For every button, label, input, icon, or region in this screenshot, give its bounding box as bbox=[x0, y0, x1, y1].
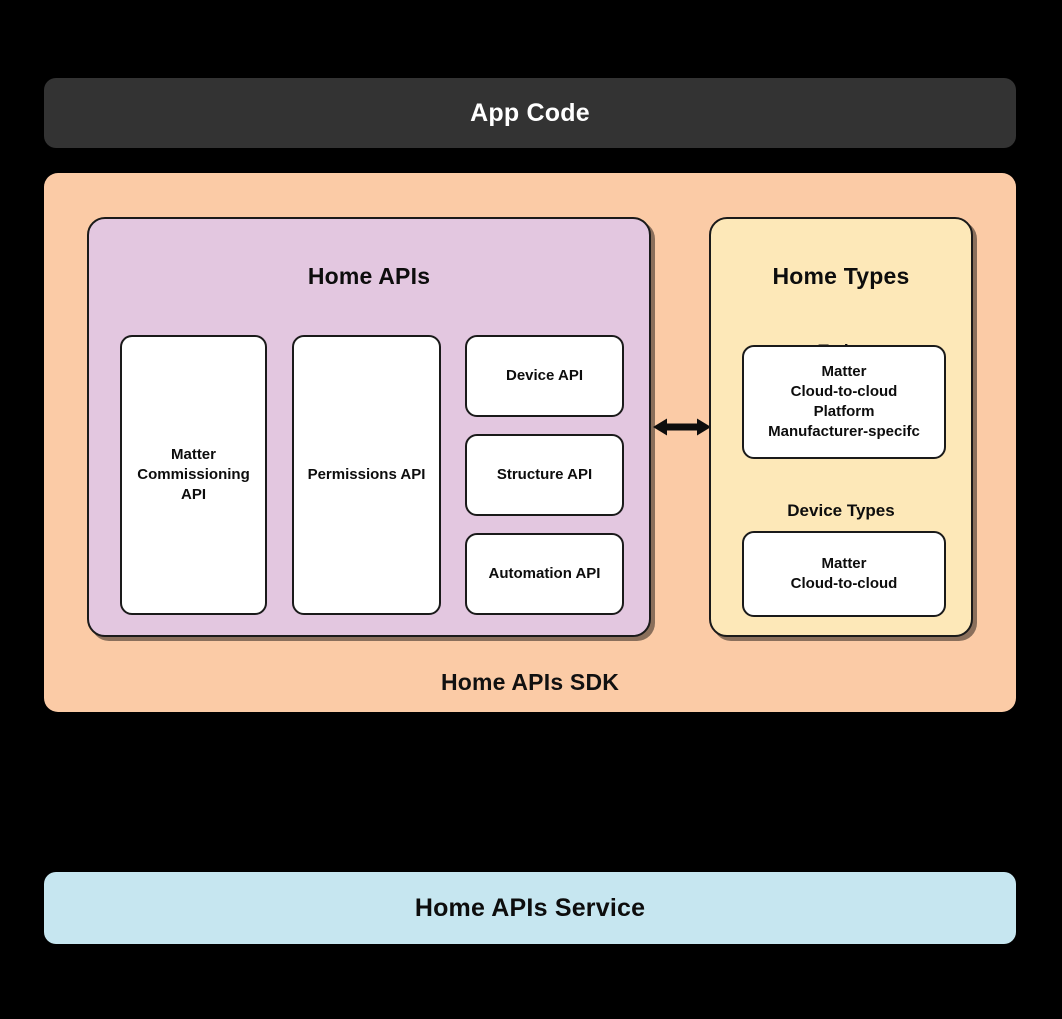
home-types-title: Home Types bbox=[772, 263, 910, 289]
home-types-panel: Home Types Traits MatterCloud-to-cloudPl… bbox=[709, 217, 973, 637]
bidirectional-arrow-icon bbox=[653, 414, 711, 440]
app-code-label: App Code bbox=[470, 98, 590, 127]
structure-api-card: Structure API bbox=[465, 434, 624, 516]
automation-api-card: Automation API bbox=[465, 533, 624, 615]
permissions-api-card: Permissions API bbox=[292, 335, 441, 615]
device-api-card: Device API bbox=[465, 335, 624, 417]
home-apis-service-block: Home APIs Service bbox=[44, 872, 1016, 944]
device-types-heading: Device Types bbox=[787, 501, 895, 520]
home-apis-service-label: Home APIs Service bbox=[414, 893, 646, 922]
home-apis-title: Home APIs bbox=[307, 263, 431, 289]
home-apis-stacked-card-group: Device API Structure API Automation API bbox=[465, 335, 624, 615]
home-apis-sdk-label: Home APIs SDK bbox=[440, 669, 620, 695]
app-code-block: App Code bbox=[44, 78, 1016, 148]
